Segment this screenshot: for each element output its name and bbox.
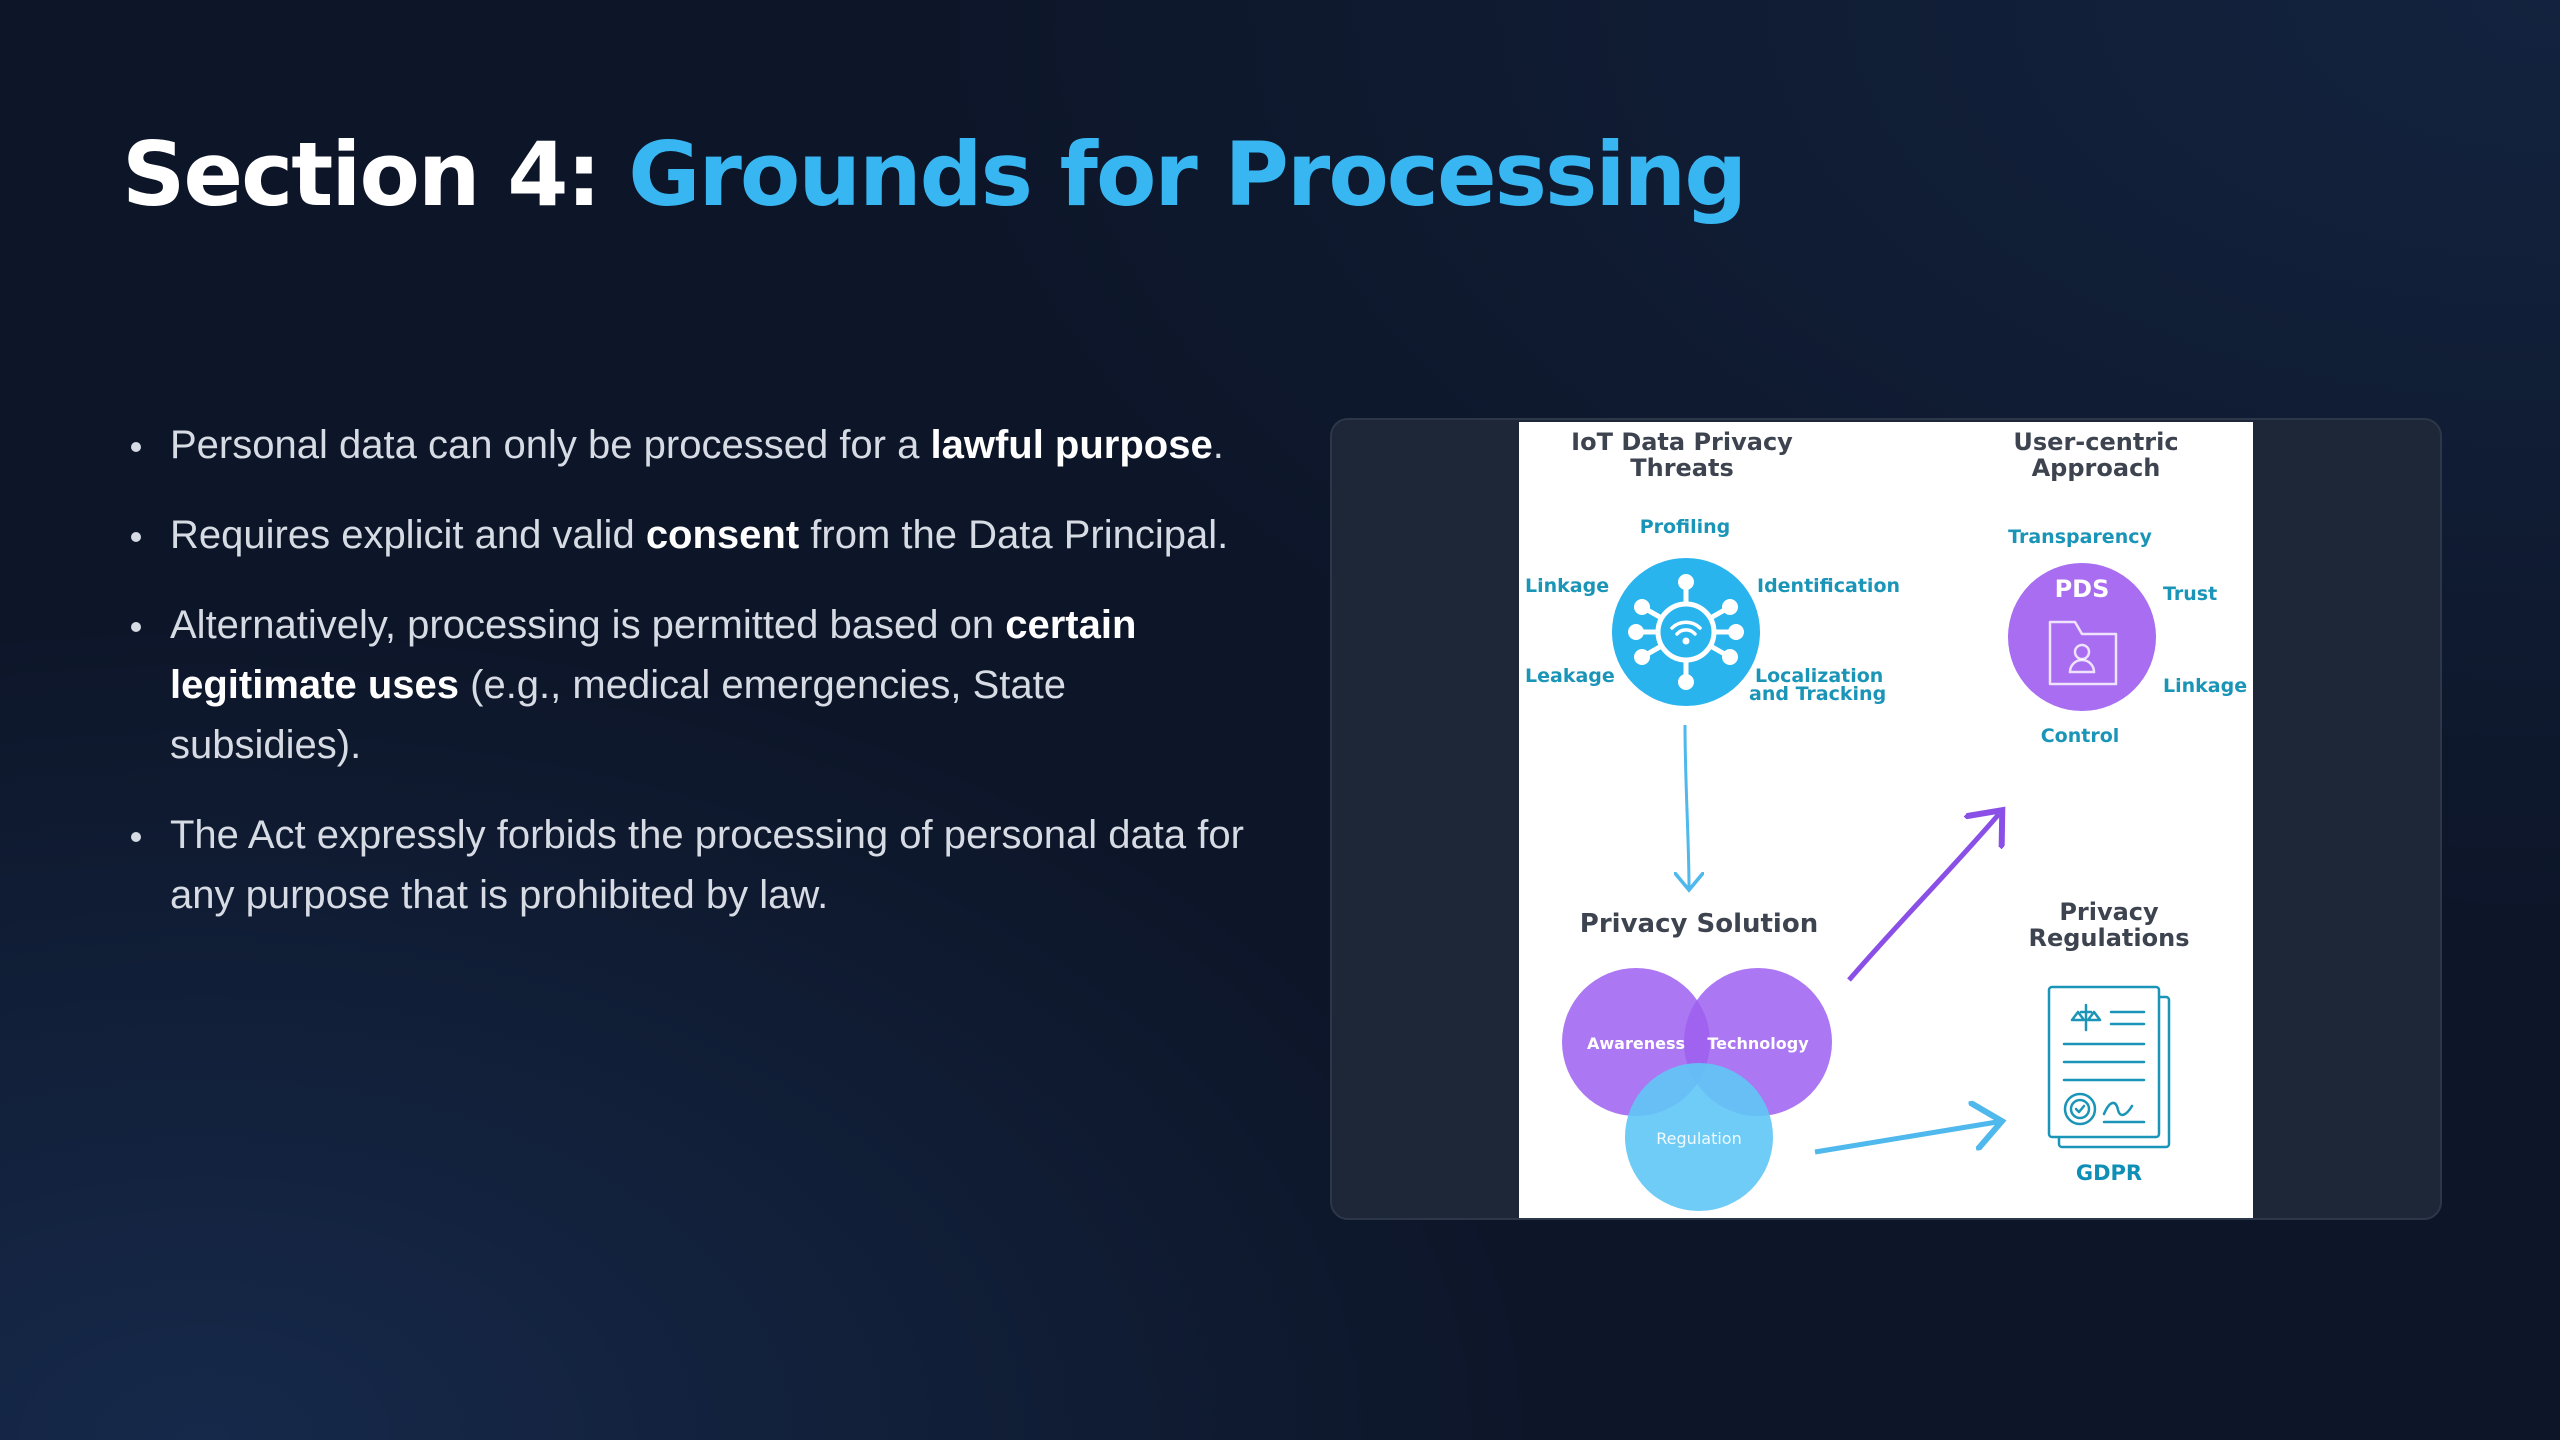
bullet-text: Requires explicit and valid — [170, 513, 646, 557]
arrow-solution-to-regulations — [1814, 1122, 1997, 1155]
bullet-emphasis: lawful purpose — [930, 423, 1213, 467]
title-highlight: Grounds for Processing — [628, 123, 1747, 226]
bullet-dot — [131, 532, 141, 542]
threat-linkage-label: Linkage — [1525, 575, 1609, 597]
user-centric-heading-line1: User-centric — [2013, 428, 2178, 456]
technology-label: Technology — [1707, 1034, 1809, 1053]
pds-linkage-label: Linkage — [2163, 675, 2247, 697]
bullet-emphasis: certain legitimate uses — [170, 603, 1137, 707]
venn-diagram — [1562, 968, 1832, 1211]
privacy-diagram-svg: IoT Data Privacy Threats Profiling Linka… — [1525, 428, 2247, 1211]
threats-heading-line1: IoT Data Privacy — [1571, 428, 1793, 456]
bullet-item: Alternatively, processing is permitted b… — [128, 595, 1248, 775]
bullet-dot — [131, 622, 141, 632]
pds-folder-icon — [2008, 563, 2156, 711]
bullet-dot — [131, 442, 141, 452]
transparency-label: Transparency — [2008, 526, 2152, 548]
bullet-dot — [131, 832, 141, 842]
regulation-label: Regulation — [1656, 1129, 1741, 1148]
bullet-emphasis: consent — [645, 513, 800, 557]
bullet-text: . — [1212, 423, 1224, 467]
threats-heading-line2: Threats — [1630, 454, 1734, 482]
trust-label: Trust — [2163, 583, 2217, 605]
identification-label: Identification — [1757, 575, 1900, 597]
title-prefix: Section 4: — [122, 123, 602, 226]
pds-label: PDS — [2055, 575, 2110, 603]
regulations-heading-line2: Regulations — [2028, 924, 2189, 952]
regulations-heading-line1: Privacy — [2059, 898, 2159, 926]
bullet-text: The Act expressly forbids the processing… — [170, 813, 1244, 917]
bullet-item: Personal data can only be processed for … — [128, 415, 1248, 475]
arrow-threats-to-solution — [1685, 724, 1689, 887]
localization-label-line2: and Tracking — [1749, 683, 1886, 705]
gdpr-label: GDPR — [2076, 1161, 2142, 1185]
leakage-label: Leakage — [1525, 665, 1615, 687]
localization-label-line1: Localization — [1755, 665, 1883, 687]
bullet-text: Personal data can only be processed for … — [170, 423, 931, 467]
profiling-label: Profiling — [1640, 516, 1731, 538]
iot-hub-icon — [1612, 558, 1760, 706]
arrow-solution-to-user-centric — [1847, 814, 1999, 982]
bullet-text: (e.g., medical emergencies, State subsid… — [170, 663, 1066, 767]
bullet-list: Personal data can only be processed for … — [128, 415, 1248, 955]
control-label: Control — [2041, 725, 2120, 747]
solution-heading: Privacy Solution — [1580, 909, 1818, 939]
awareness-label: Awareness — [1587, 1034, 1685, 1053]
bullet-item: Requires explicit and valid consent from… — [128, 505, 1248, 565]
privacy-diagram: IoT Data Privacy Threats Profiling Linka… — [1519, 422, 2253, 1218]
gdpr-document-icon — [2047, 985, 2171, 1149]
bullet-item: The Act expressly forbids the processing… — [128, 805, 1248, 925]
bullet-text: from the Data Principal. — [799, 513, 1229, 557]
slide-title: Section 4: Grounds for Processing — [122, 122, 1747, 228]
bullet-text: Alternatively, processing is permitted b… — [170, 603, 1006, 647]
user-centric-heading-line2: Approach — [2032, 454, 2161, 482]
figure-frame: IoT Data Privacy Threats Profiling Linka… — [1330, 418, 2442, 1220]
